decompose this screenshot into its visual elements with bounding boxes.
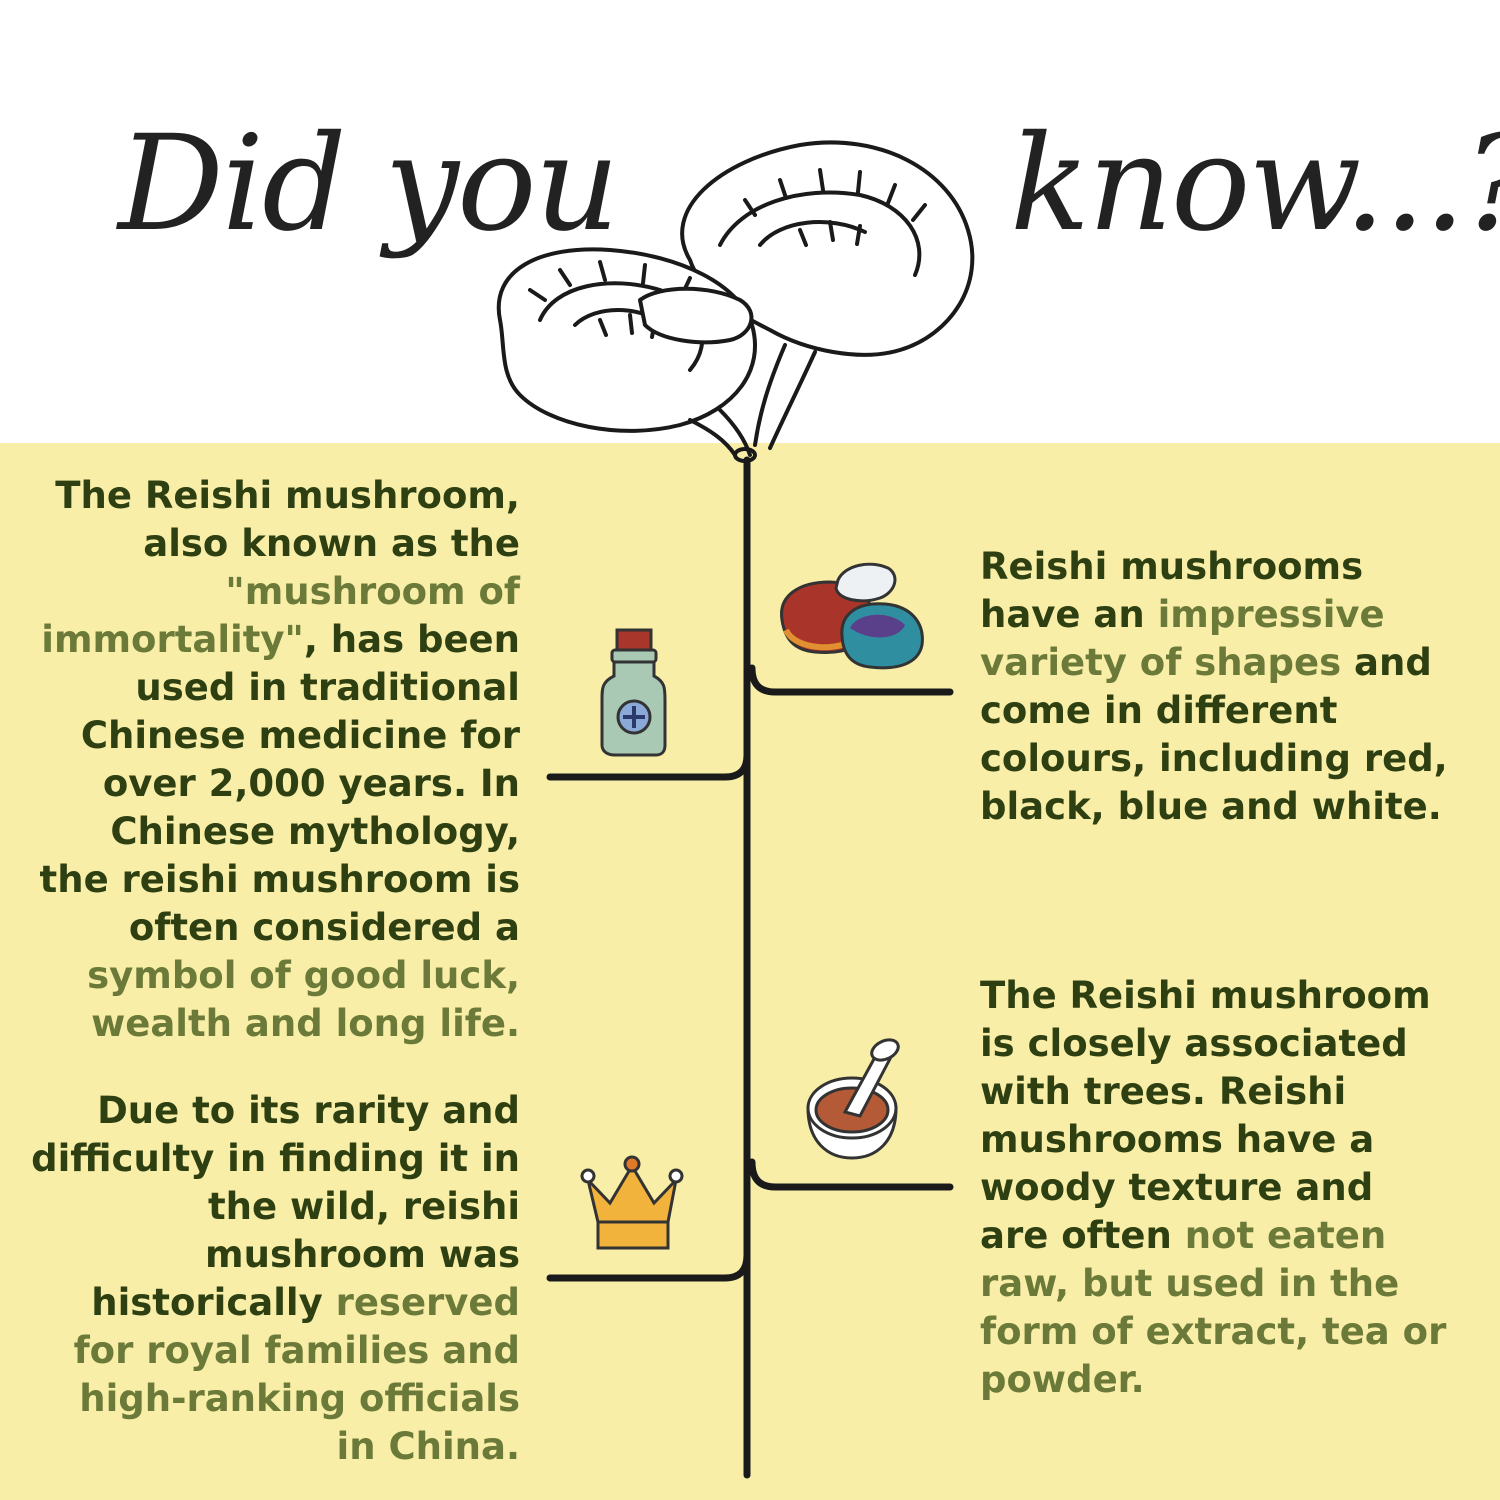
fact-immortality-highlight-1: "mushroom of immortality" (41, 570, 520, 661)
fact-trees-text-1: The Reishi mushroom is closely associate… (980, 974, 1431, 1257)
fact-immortality-text-1: The Reishi mushroom, also known as the (55, 474, 520, 565)
fact-shapes-colours: Reishi mushrooms have an impressive vari… (980, 543, 1450, 831)
fact-immortality-highlight-2: symbol of good luck, wealth and long lif… (87, 954, 520, 1045)
fact-shapes-highlight-1: impressive variety of shapes (980, 593, 1385, 684)
fact-royalty-text-1: Due to its rarity and difficulty in find… (31, 1089, 520, 1324)
medicine-bottle-icon (600, 628, 667, 757)
timeline-lines (546, 456, 954, 1479)
fact-trees-texture: The Reishi mushroom is closely associate… (980, 972, 1450, 1404)
colored-mushrooms-icon (780, 562, 924, 670)
title-know: know...? (1010, 107, 1500, 261)
crown-icon (580, 1155, 684, 1250)
fact-immortality: The Reishi mushroom, also known as the "… (30, 472, 520, 1048)
fact-trees-highlight-1: not eaten raw, but used in the form of e… (980, 1214, 1447, 1401)
reishi-mushroom-icon (496, 140, 975, 463)
title-did-you: Did you (118, 107, 620, 261)
fact-royalty: Due to its rarity and difficulty in find… (30, 1087, 520, 1471)
fact-shapes-text-1: Reishi mushrooms have an (980, 545, 1364, 636)
fact-royalty-highlight-1: reserved for royal families and high-ran… (73, 1281, 520, 1468)
mortar-pestle-icon (806, 1038, 900, 1160)
fact-immortality-text-2: , has been used in traditional Chinese m… (39, 618, 520, 949)
fact-shapes-text-2: and come in different colours, including… (980, 641, 1448, 828)
